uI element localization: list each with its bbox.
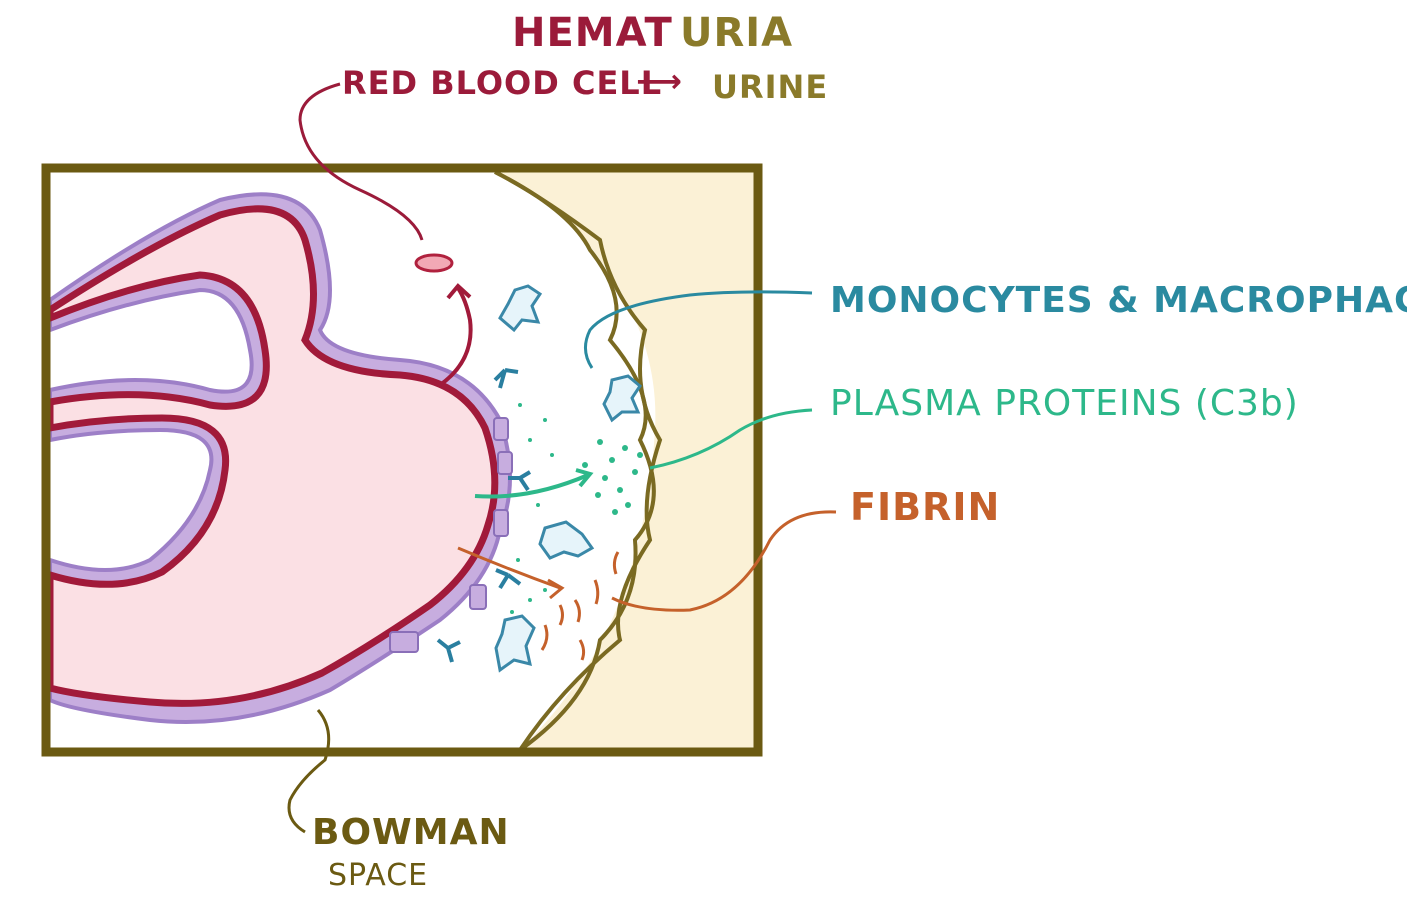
space-label: SPACE <box>328 858 428 893</box>
rbc-to-urine-arrow: ⟶ <box>636 62 683 100</box>
plasma-proteins-label: PLASMA PROTEINS (C3b) <box>830 383 1299 424</box>
urine-label: URINE <box>712 68 828 106</box>
title-hemat: HEMAT <box>512 10 673 56</box>
capsule-region <box>495 172 755 750</box>
monocytes-label: MONOCYTES & MACROPHAGES <box>830 280 1407 321</box>
rbc-label: RED BLOOD CELL <box>342 64 662 102</box>
bowman-label: BOWMAN <box>312 812 510 853</box>
red-blood-cell <box>416 255 452 271</box>
title-uria: URIA <box>680 10 793 56</box>
rbc-leader-line <box>300 84 422 240</box>
fibrin-label: FIBRIN <box>850 485 1000 529</box>
plasma-protein-dots <box>510 403 643 614</box>
fibrin-arrow-head <box>548 580 562 598</box>
